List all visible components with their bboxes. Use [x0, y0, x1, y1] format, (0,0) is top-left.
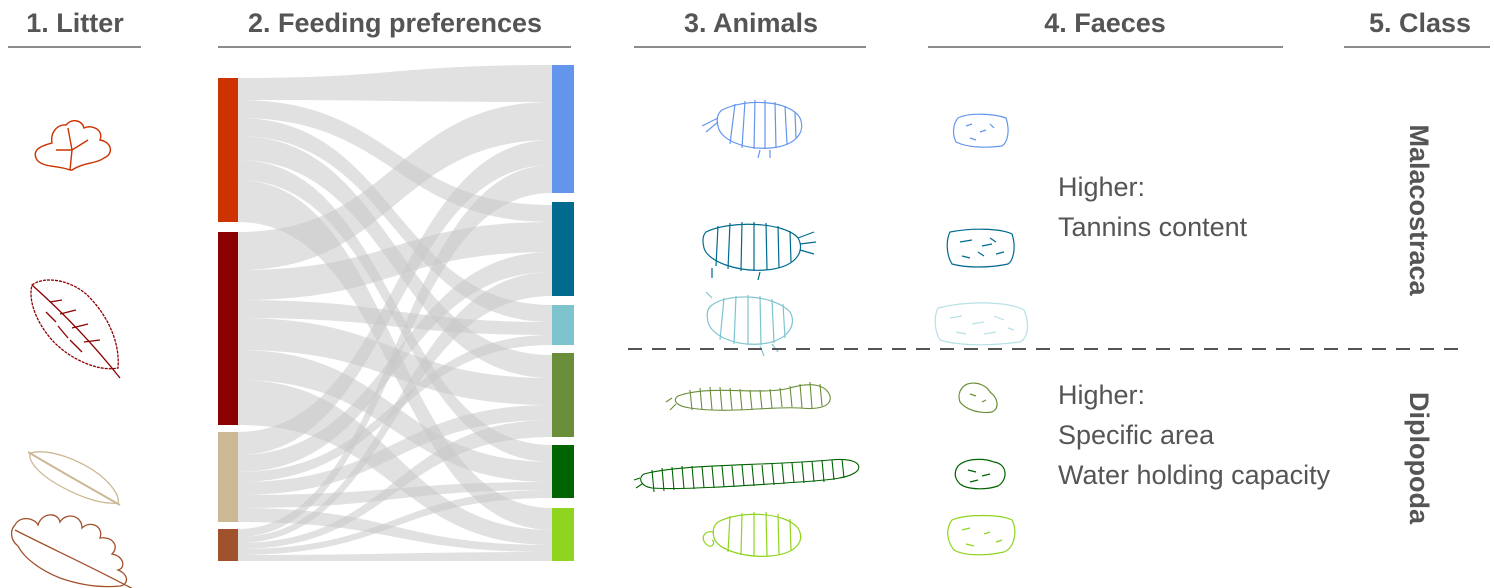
leaf-lobed-icon: [35, 121, 110, 170]
woodlouse-icon: [702, 100, 802, 158]
faecal-pellet-icon: [955, 459, 1005, 488]
header-animals: 3. Animals: [684, 8, 818, 38]
sankey-node-animal-1: [552, 65, 574, 193]
header-litter: 1. Litter: [26, 8, 124, 38]
note-diplopoda-line-3: Water holding capacity: [1058, 460, 1331, 490]
sankey-node-animal-3: [552, 305, 574, 345]
faecal-pellet-icon: [948, 516, 1015, 555]
note-diplopoda-line-2: Specific area: [1058, 420, 1215, 450]
millipede-icon: [666, 382, 830, 410]
sankey-node-litter-4: [218, 529, 238, 561]
sankey-node-animal-2: [552, 202, 574, 296]
header-faeces: 4. Faeces: [1044, 8, 1166, 38]
note-malacostraca-line-1: Higher:: [1058, 172, 1145, 202]
pill-millipede-icon: [703, 512, 800, 556]
sankey-node-animal-6: [552, 508, 574, 561]
header-class: 5. Class: [1369, 8, 1471, 38]
sankey-node-animal-4: [552, 353, 574, 437]
note-diplopoda-line-1: Higher:: [1058, 380, 1145, 410]
leaf-lanceolate-icon: [28, 452, 120, 505]
sankey-node-animal-5: [552, 445, 574, 498]
class-label-diplopoda: Diplopoda: [1404, 392, 1434, 525]
leaf-elliptic-serrated-icon: [31, 280, 120, 378]
sankey-flows: [238, 65, 552, 561]
faecal-pellet-icon: [947, 229, 1014, 267]
sankey-node-litter-2: [218, 232, 238, 425]
note-malacostraca-line-2: Tannins content: [1058, 212, 1248, 242]
class-label-malacostraca: Malacostraca: [1404, 124, 1434, 296]
faecal-pellet-icon: [935, 303, 1027, 345]
leaf-oak-icon: [12, 515, 135, 588]
millipede-icon: [634, 459, 859, 492]
faecal-pellet-icon: [954, 114, 1009, 147]
woodlouse-icon: [703, 222, 816, 280]
woodlouse-icon: [706, 292, 792, 356]
sankey-node-litter-3: [218, 432, 238, 522]
faecal-pellet-icon: [959, 383, 997, 412]
sankey-node-litter-1: [218, 78, 238, 222]
header-feeding: 2. Feeding preferences: [248, 8, 542, 38]
